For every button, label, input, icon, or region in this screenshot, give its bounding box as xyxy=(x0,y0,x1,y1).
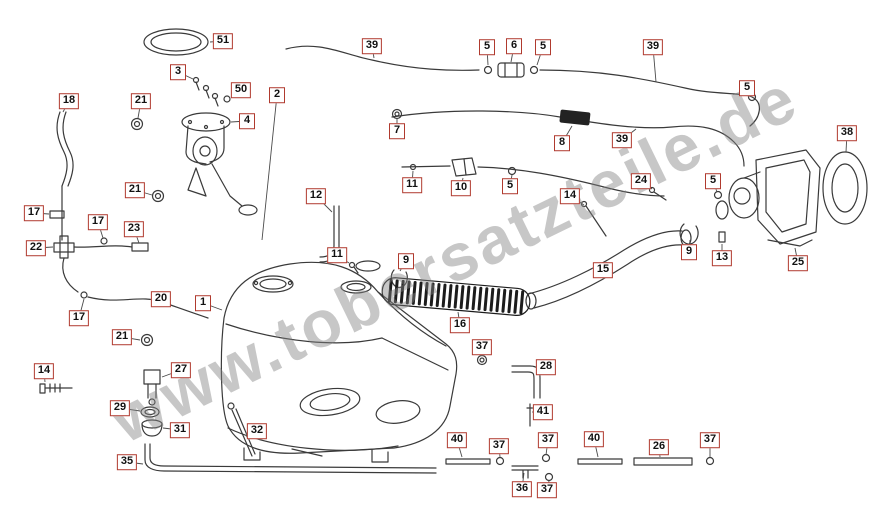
part-callout-21[interactable]: 21 xyxy=(124,182,146,198)
part-callout-37[interactable]: 37 xyxy=(536,482,558,498)
part-callout-5[interactable]: 5 xyxy=(502,178,518,194)
part-callout-23[interactable]: 23 xyxy=(123,221,145,237)
part-callout-27[interactable]: 27 xyxy=(170,362,192,378)
part-callout-7[interactable]: 7 xyxy=(389,123,405,139)
part-callout-40[interactable]: 40 xyxy=(446,432,468,448)
part-callout-8[interactable]: 8 xyxy=(554,135,570,151)
part-callout-10[interactable]: 10 xyxy=(450,180,472,196)
part-callout-5[interactable]: 5 xyxy=(535,39,551,55)
part-callout-32[interactable]: 32 xyxy=(246,423,268,439)
part-callout-12[interactable]: 12 xyxy=(305,188,327,204)
part-callout-4[interactable]: 4 xyxy=(239,113,255,129)
part-callout-6[interactable]: 6 xyxy=(506,38,522,54)
part-callout-2[interactable]: 2 xyxy=(269,87,285,103)
part-callout-17[interactable]: 17 xyxy=(68,310,90,326)
part-callout-40[interactable]: 40 xyxy=(583,431,605,447)
part-callout-13[interactable]: 13 xyxy=(711,250,733,266)
part-callout-14[interactable]: 14 xyxy=(559,188,581,204)
part-callout-17[interactable]: 17 xyxy=(87,214,109,230)
part-callout-11[interactable]: 11 xyxy=(402,177,422,193)
part-callout-31[interactable]: 31 xyxy=(169,422,191,438)
part-callout-17[interactable]: 17 xyxy=(23,205,45,221)
part-callout-37[interactable]: 37 xyxy=(488,438,510,454)
part-callout-21[interactable]: 21 xyxy=(130,93,152,109)
part-callout-9[interactable]: 9 xyxy=(681,244,697,260)
part-callout-18[interactable]: 18 xyxy=(58,93,80,109)
part-callout-39[interactable]: 39 xyxy=(642,39,664,55)
part-callout-22[interactable]: 22 xyxy=(25,240,47,256)
part-callout-51[interactable]: 51 xyxy=(212,33,234,49)
part-callout-41[interactable]: 41 xyxy=(532,404,554,420)
part-callout-37[interactable]: 37 xyxy=(471,339,493,355)
part-callout-5[interactable]: 5 xyxy=(705,173,721,189)
part-callout-1[interactable]: 1 xyxy=(195,295,211,311)
part-callout-21[interactable]: 21 xyxy=(111,329,133,345)
part-callout-20[interactable]: 20 xyxy=(150,291,172,307)
part-callout-50[interactable]: 50 xyxy=(230,82,252,98)
part-callout-15[interactable]: 15 xyxy=(592,262,614,278)
part-callout-16[interactable]: 16 xyxy=(449,317,471,333)
part-callout-3[interactable]: 3 xyxy=(170,64,186,80)
part-callout-26[interactable]: 26 xyxy=(648,439,670,455)
part-callout-37[interactable]: 37 xyxy=(699,432,721,448)
part-callout-5[interactable]: 5 xyxy=(479,39,495,55)
part-callout-37[interactable]: 37 xyxy=(537,432,559,448)
part-callout-28[interactable]: 28 xyxy=(535,359,557,375)
part-callout-14[interactable]: 14 xyxy=(33,363,55,379)
part-callout-5[interactable]: 5 xyxy=(739,80,755,96)
part-callout-39[interactable]: 39 xyxy=(611,132,633,148)
part-callout-24[interactable]: 24 xyxy=(630,173,652,189)
part-callout-29[interactable]: 29 xyxy=(109,400,131,416)
part-callout-11[interactable]: 11 xyxy=(327,247,347,263)
part-callout-9[interactable]: 9 xyxy=(398,253,414,269)
part-callout-35[interactable]: 35 xyxy=(116,454,138,470)
part-callout-25[interactable]: 25 xyxy=(787,255,809,271)
part-callout-36[interactable]: 36 xyxy=(511,481,533,497)
part-callout-38[interactable]: 38 xyxy=(836,125,858,141)
part-callout-39[interactable]: 39 xyxy=(361,38,383,54)
